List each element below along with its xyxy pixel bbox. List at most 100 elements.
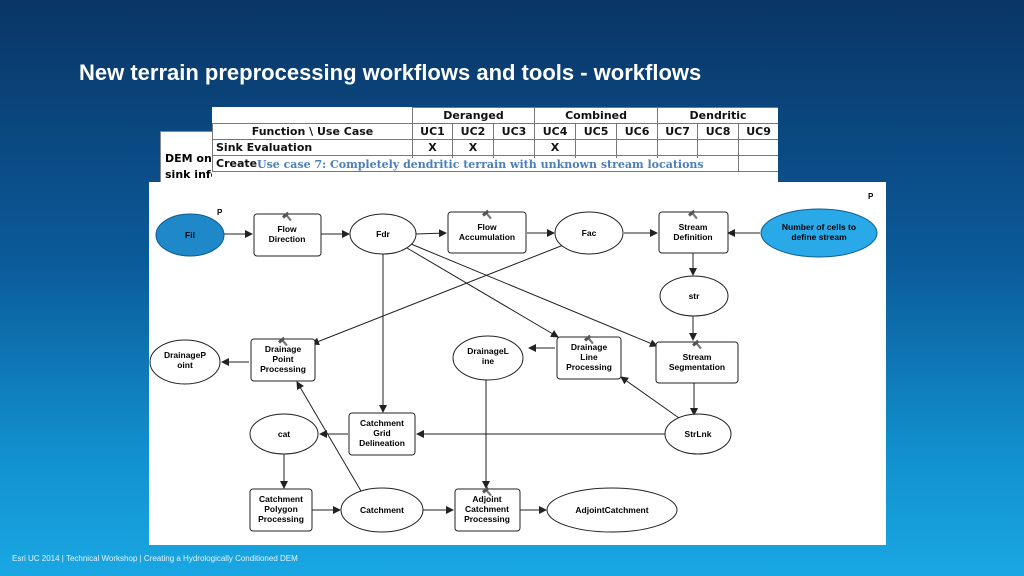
- fil-node: Fil: [155, 213, 225, 257]
- node-label: StrLnk: [685, 429, 712, 439]
- node-label: Stream: [679, 222, 708, 232]
- group-dendritic: Dendritic: [657, 107, 778, 124]
- table-cell: [697, 139, 740, 156]
- back-table-row: sink info: [165, 168, 216, 181]
- catchment-grid-delineation-tool: Catchment Grid Delineation: [348, 412, 416, 456]
- cat-node: cat: [249, 413, 319, 455]
- drainage-point-node: DrainageP oint: [149, 339, 221, 385]
- node-label: Segmentation: [669, 362, 725, 372]
- empty-cell: [212, 107, 413, 124]
- slide-footer: Esri UC 2014 | Technical Workshop | Crea…: [12, 554, 298, 563]
- back-table-row: DEM onl: [165, 152, 216, 165]
- node-label: oint: [177, 360, 193, 370]
- table-cell: [657, 139, 699, 156]
- group-combined: Combined: [534, 107, 659, 124]
- header-cell: UC9: [738, 123, 778, 140]
- node-label: Direction: [269, 234, 306, 244]
- header-cell: UC8: [697, 123, 740, 140]
- header-cell: Function \ Use Case: [212, 123, 413, 140]
- header-cell: UC2: [452, 123, 494, 140]
- drainage-line-node: DrainageL ine: [452, 335, 524, 381]
- node-label: Polygon: [264, 504, 298, 514]
- node-label: Stream: [683, 352, 712, 362]
- node-label: Processing: [260, 364, 306, 374]
- flow-direction-tool: Flow Direction: [253, 211, 322, 257]
- node-label: Accumulation: [459, 232, 515, 242]
- adjoint-catchment-node: AdjointCatchment: [546, 487, 678, 533]
- node-label: Flow: [277, 224, 297, 234]
- fac-node: Fac: [554, 211, 624, 255]
- node-label: Catchment: [465, 504, 509, 514]
- table-cell: X: [452, 139, 494, 156]
- header-cell: UC3: [492, 123, 536, 140]
- node-label: Fac: [582, 228, 597, 238]
- stream-definition-tool: Stream Definition: [658, 209, 729, 254]
- use-case-7-title: Use case 7: Completely dendritic terrain…: [257, 158, 704, 171]
- node-label: Processing: [464, 514, 510, 524]
- table-cell: [697, 155, 740, 172]
- node-label: AdjointCatchment: [575, 505, 648, 515]
- fdr-node: Fdr: [349, 213, 417, 255]
- workflow-diagram: P P: [149, 182, 886, 545]
- use-case-table: Deranged Combined Dendritic Function \ U…: [212, 107, 778, 185]
- node-label: Catchment: [259, 494, 303, 504]
- node-label: DrainageL: [467, 346, 509, 356]
- number-of-cells-node: Number of cells to define stream: [760, 208, 878, 258]
- drainage-point-processing-tool: Drainage Point Processing: [250, 336, 316, 382]
- background-table: DEM onl sink info: [160, 131, 216, 185]
- flow-accumulation-tool: Flow Accumulation: [447, 209, 527, 254]
- node-label: cat: [278, 429, 290, 439]
- drainage-line-processing-tool: Drainage Line Processing: [556, 334, 622, 380]
- table-cell: X: [534, 139, 577, 156]
- header-cell: UC4: [534, 123, 577, 140]
- column-header-row: Function \ Use Case UC1 UC2 UC3 UC4 UC5 …: [212, 123, 778, 140]
- node-label: Delineation: [359, 438, 405, 448]
- table-cell: [492, 139, 536, 156]
- catchment-node: Catchment: [340, 487, 424, 533]
- node-label: Catchment: [360, 505, 404, 515]
- node-label: Processing: [258, 514, 304, 524]
- header-cell: UC5: [575, 123, 618, 140]
- node-label: Adjoint: [472, 494, 501, 504]
- slide-title: New terrain preprocessing workflows and …: [79, 60, 702, 85]
- connector: [410, 243, 658, 348]
- node-label: str: [689, 291, 701, 301]
- node-label: define stream: [791, 232, 847, 242]
- connector: [311, 243, 567, 346]
- header-cell: UC1: [412, 123, 453, 140]
- group-header-row: Deranged Combined Dendritic: [212, 107, 778, 124]
- row-label: Sink Evaluation: [212, 139, 413, 156]
- node-label: Definition: [673, 232, 712, 242]
- table-cell: X: [412, 139, 453, 156]
- node-label: Drainage: [265, 344, 302, 354]
- node-label: Fil: [185, 230, 195, 240]
- node-label: Number of cells to: [782, 222, 856, 232]
- str-node: str: [659, 275, 729, 317]
- connectors: [221, 229, 760, 514]
- node-label: Processing: [566, 362, 612, 372]
- connector: [296, 381, 362, 492]
- header-cell: UC7: [657, 123, 699, 140]
- connector: [406, 247, 559, 338]
- parameter-label: P: [217, 208, 223, 217]
- table-row: Sink Evaluation X X X: [212, 139, 778, 156]
- catchment-polygon-processing-tool: Catchment Polygon Processing: [249, 488, 313, 532]
- adjoint-catchment-processing-tool: Adjoint Catchment Processing: [454, 486, 521, 532]
- parameter-label: P: [868, 192, 874, 201]
- node-label: Grid: [373, 428, 390, 438]
- node-label: DrainageP: [164, 350, 206, 360]
- stream-segmentation-tool: Stream Segmentation: [655, 339, 739, 384]
- table-cell: [616, 139, 659, 156]
- node-label: ine: [482, 356, 495, 366]
- node-label: Catchment: [360, 418, 404, 428]
- table-cell: [738, 155, 778, 172]
- node-label: Fdr: [376, 229, 390, 239]
- table-cell: [575, 139, 618, 156]
- group-deranged: Deranged: [411, 107, 536, 124]
- node-label: Drainage: [571, 342, 608, 352]
- header-cell: UC6: [616, 123, 659, 140]
- node-label: Point: [272, 354, 293, 364]
- node-label: Flow: [477, 222, 497, 232]
- connector: [415, 229, 447, 238]
- node-label: Line: [580, 352, 598, 362]
